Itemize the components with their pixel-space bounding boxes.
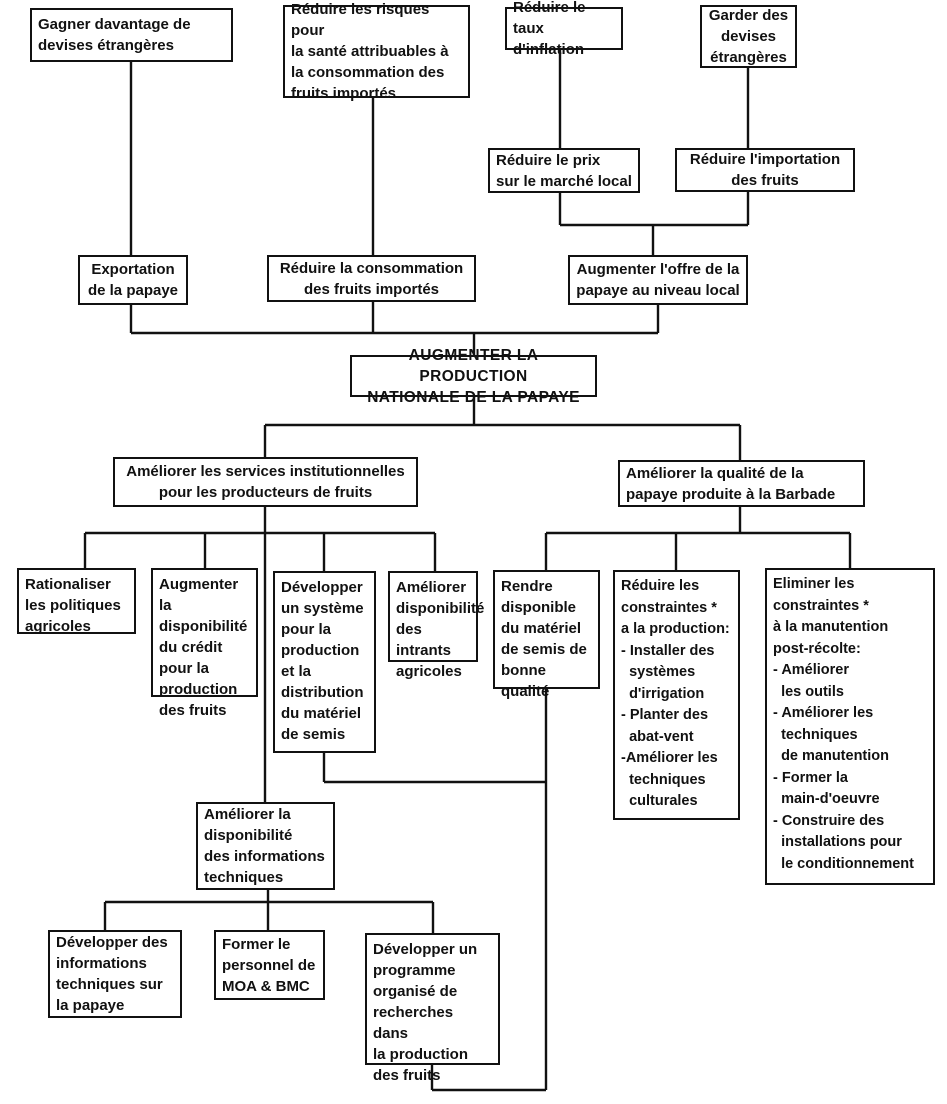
flow-node-reduire-risques-sante: Réduire les risques pour la santé attrib… — [283, 1, 470, 102]
flow-node-gagner-devises: Gagner davantage de devises étrangères — [30, 8, 233, 62]
flow-node-former-personnel: Former le personnel de MOA & BMC — [214, 930, 325, 1000]
flow-node-garder-devises: Garder des devises étrangères — [700, 5, 797, 68]
flow-node-ameliorer-intrants: Améliorer disponibilité des intrants agr… — [388, 571, 484, 680]
flow-node-developper-programme-recherches: Développer un programme organisé de rech… — [365, 933, 500, 1084]
flow-node-reduire-constraintes-production: Réduire les constraintes * a la producti… — [613, 570, 740, 820]
flow-node-ameliorer-dispo-informations: Améliorer la disponibilité des informati… — [196, 802, 335, 890]
flow-node-augmenter-credit: Augmenter la disponibilité du crédit pou… — [151, 568, 258, 719]
flow-node-rationaliser-politiques: Rationaliser les politiques agricoles — [17, 568, 136, 635]
flow-node-exportation-papaye: Exportation de la papaye — [78, 255, 188, 305]
flow-node-reduire-prix-marche: Réduire le prix sur le marché local — [488, 148, 640, 193]
flow-node-rendre-disponible-semis: Rendre disponible du matériel de semis d… — [493, 570, 600, 700]
flow-node-developper-systeme-semis: Développer un système pour la production… — [273, 571, 376, 753]
flow-node-reduire-taux-inflation: Réduire le taux d'inflation — [505, 0, 623, 58]
flow-node-ameliorer-qualite: Améliorer la qualité de la papaye produi… — [618, 460, 865, 507]
flow-node-augmenter-offre: Augmenter l'offre de la papaye au niveau… — [568, 255, 748, 305]
flow-node-augmenter-production: AUGMENTER LA PRODUCTION NATIONALE DE LA … — [350, 347, 597, 406]
flow-node-developper-informations: Développer des informations techniques s… — [48, 930, 182, 1018]
flow-node-reduire-importation: Réduire l'importation des fruits — [675, 148, 855, 192]
flow-node-eliminer-constraintes-manutention: Eliminer les constraintes * à la manuten… — [765, 568, 935, 885]
flow-node-reduire-consommation: Réduire la consommation des fruits impor… — [267, 255, 476, 302]
flow-node-ameliorer-services: Améliorer les services institutionnelles… — [113, 457, 418, 507]
